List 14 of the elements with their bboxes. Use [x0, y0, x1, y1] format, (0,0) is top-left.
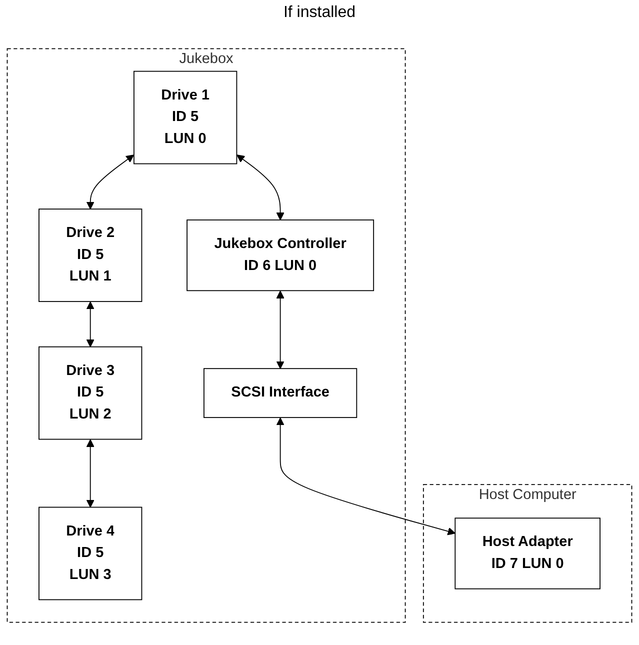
node-box: SCSI Interface	[204, 368, 358, 418]
node-box: Drive 1 ID 5 LUN 0	[134, 70, 238, 164]
arrow	[276, 418, 456, 536]
arrow	[86, 154, 134, 210]
arrow	[86, 439, 94, 508]
note-label: If installed	[283, 4, 356, 22]
node-box: Drive 2 ID 5 LUN 1	[38, 208, 142, 302]
node-box: Host Adapter ID 7 LUN 0	[454, 518, 600, 590]
arrow	[276, 290, 284, 369]
arrow	[236, 154, 284, 220]
node-box: Drive 3 ID 5 LUN 2	[38, 346, 142, 440]
node-box: Jukebox Controller ID 6 LUN 0	[186, 220, 374, 292]
node-box: Drive 4 ID 5 LUN 3	[38, 506, 142, 600]
arrow	[86, 302, 94, 348]
